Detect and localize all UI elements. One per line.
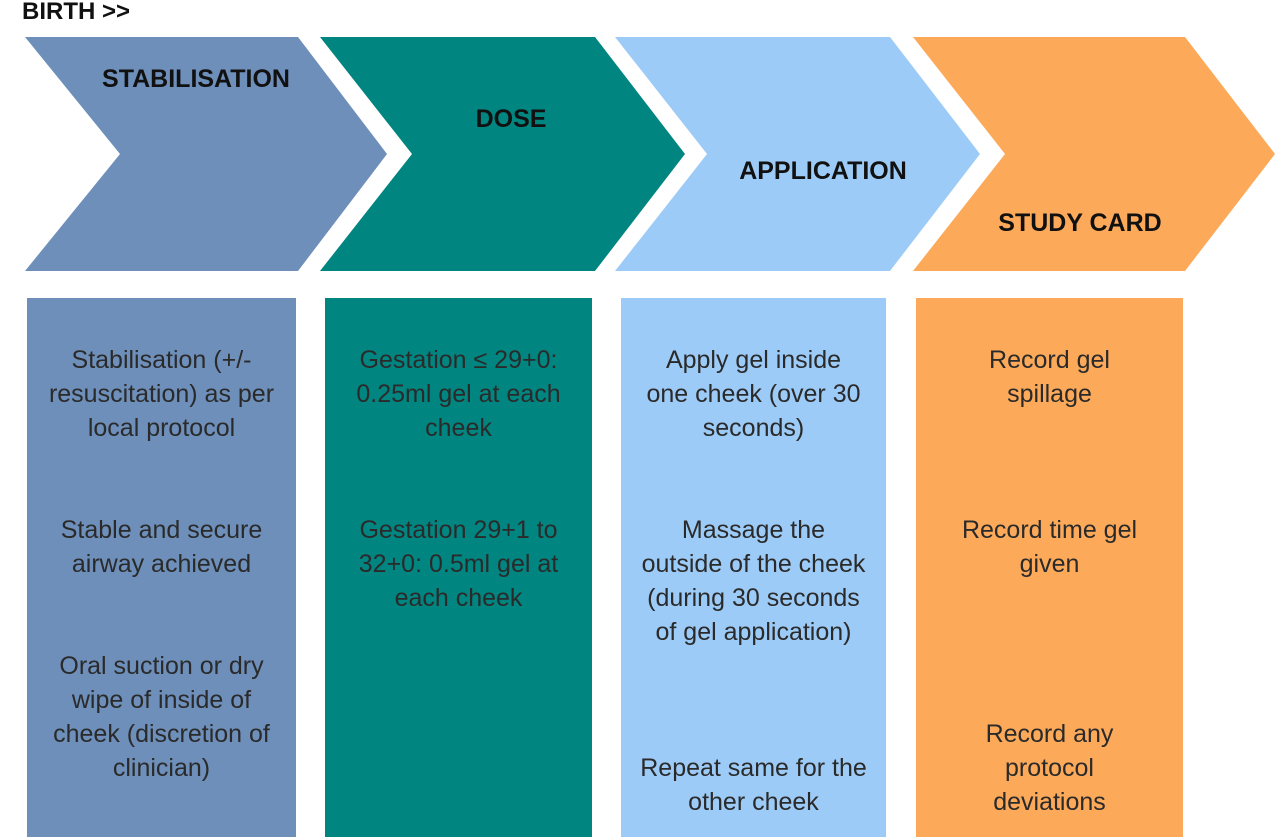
- panel-paragraph: Stabilisation (+/- resuscitation) as per…: [48, 346, 275, 442]
- panel-stabilisation: Stabilisation (+/- resuscitation) as per…: [27, 298, 296, 837]
- chevron-application: [615, 37, 980, 271]
- chevron-stabilisation: [25, 37, 387, 271]
- panel-paragraph: Repeat same for the other cheek: [640, 754, 867, 816]
- panel-paragraph: Stable and secure airway achieved: [60, 516, 263, 578]
- panel-paragraph: Gestation 29+1 to 32+0: 0.5ml gel at eac…: [358, 516, 559, 612]
- chevron-dose: [320, 37, 685, 271]
- step-title-application: APPLICATION: [739, 157, 907, 185]
- birth-header: BIRTH >>: [22, 0, 131, 25]
- panel-paragraph: Oral suction or dry wipe of inside of ch…: [53, 652, 270, 782]
- panel-paragraph: Record time gel given: [961, 516, 1138, 578]
- step-title-study-card: STUDY CARD: [998, 209, 1162, 237]
- process-chevrons: [25, 37, 1275, 271]
- panel-paragraph: Apply gel inside one cheek (over 30 seco…: [646, 346, 861, 442]
- panel-paragraph: Massage the outside of the cheek (during…: [641, 516, 866, 646]
- panel-paragraph: Record gel spillage: [989, 346, 1110, 408]
- panel-application: Apply gel inside one cheek (over 30 seco…: [621, 298, 886, 837]
- panel-dose: Gestation ≤ 29+0: 0.25ml gel at each che…: [325, 298, 592, 837]
- chevron-study-card: [913, 37, 1275, 271]
- panel-paragraph: Record any protocol deviations: [985, 720, 1114, 816]
- step-title-stabilisation: STABILISATION: [102, 65, 290, 93]
- panel-paragraph: Gestation ≤ 29+0: 0.25ml gel at each che…: [356, 346, 561, 442]
- panel-study-card: Record gel spillage Record time gel give…: [916, 298, 1183, 837]
- step-title-dose: DOSE: [475, 105, 547, 133]
